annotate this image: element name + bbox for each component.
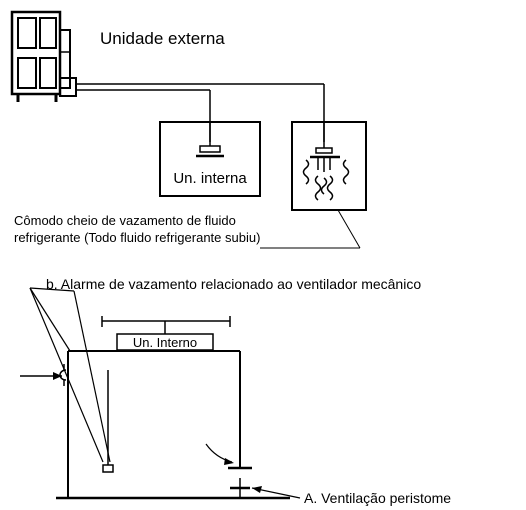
alarm-label: b. Alarme de vazamento relacionado ao ve… [46,276,421,292]
room-caption-line1: Cômodo cheio de vazamento de fluido [14,213,236,228]
alarm-sensor [20,364,67,386]
room-outline [56,350,290,500]
vent-label: A. Ventilação peristome [304,490,451,506]
ventilation-damper [228,466,252,498]
airflow-arrow [205,443,234,465]
indoor-room-right-leak [260,121,367,249]
indoor-unit-label-top: Un. interna [173,170,247,187]
room-caption-line2: refrigerante (Todo fluido refrigerante s… [14,230,260,245]
indoor-room-left [159,121,261,197]
outdoor-unit [10,10,77,102]
outdoor-unit-label: Unidade externa [100,29,225,48]
vent-pointer [251,486,301,499]
alarm-detector [102,370,114,473]
alarm-pointer-lines [29,287,111,463]
refrigerant-pipe [76,83,325,142]
indoor-unit-label-bottom: Un. Interno [133,335,197,350]
